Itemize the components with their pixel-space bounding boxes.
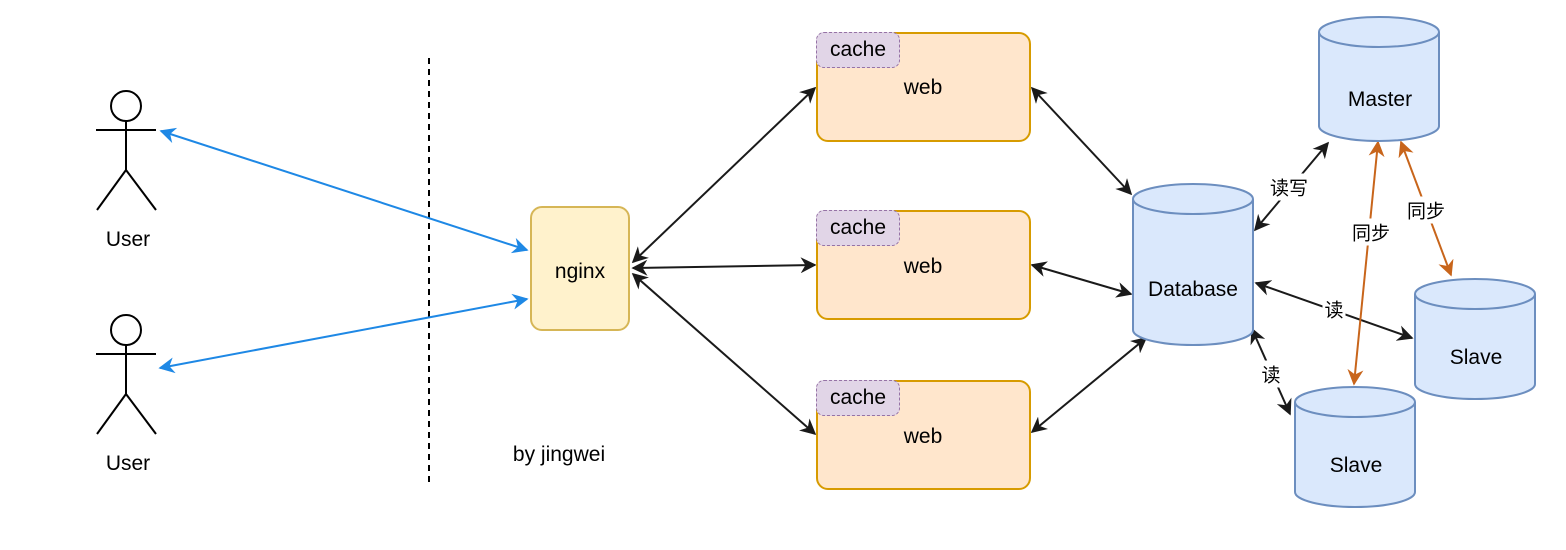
cache-tag-2: cache <box>816 210 900 246</box>
web-label-3: web <box>903 425 943 448</box>
edge-user2-nginx <box>158 293 529 374</box>
master-label: Master <box>1347 88 1413 111</box>
edge-web1-database <box>1030 86 1133 196</box>
cache-tag-1: cache <box>816 32 900 68</box>
edge-nginx-web2 <box>631 257 817 276</box>
edge-nginx-web1 <box>631 86 817 264</box>
slave-right-cylinder <box>1414 278 1536 400</box>
master-cylinder <box>1318 16 1440 142</box>
nginx-label: nginx <box>554 260 606 283</box>
user-label-top: User <box>105 228 151 251</box>
user-figure-top <box>96 90 157 211</box>
nginx-node[interactable]: nginx <box>530 206 630 331</box>
edge-label-read-bottom: 读 <box>1259 360 1283 388</box>
web-server-3[interactable]: cache web <box>816 380 1031 490</box>
slave-bottom-label: Slave <box>1329 454 1383 477</box>
database-label: Database <box>1148 278 1238 301</box>
edge-label-sync-left: 同步 <box>1349 218 1393 246</box>
edge-sync-master-slave-bottom <box>1347 140 1385 386</box>
edge-web2-database <box>1030 261 1133 298</box>
edge-user1-nginx <box>159 127 529 254</box>
user-label-bottom: User <box>105 452 151 475</box>
database-cylinder <box>1132 183 1254 346</box>
web-server-1[interactable]: cache web <box>816 32 1031 142</box>
edge-nginx-web3 <box>631 272 817 436</box>
user-figure-bottom <box>96 314 157 435</box>
author-label: by jingwei <box>512 443 606 466</box>
cache-tag-3: cache <box>816 380 900 416</box>
slave-bottom-cylinder <box>1294 386 1416 508</box>
edge-web3-database <box>1030 336 1148 434</box>
web-label-2: web <box>903 255 943 278</box>
web-label-1: web <box>903 76 943 99</box>
edge-label-sync-right: 同步 <box>1404 196 1448 224</box>
edge-label-read-write: 读写 <box>1267 173 1311 201</box>
edge-label-read-right: 读 <box>1322 295 1346 323</box>
slave-right-label: Slave <box>1449 346 1503 369</box>
web-server-2[interactable]: cache web <box>816 210 1031 320</box>
